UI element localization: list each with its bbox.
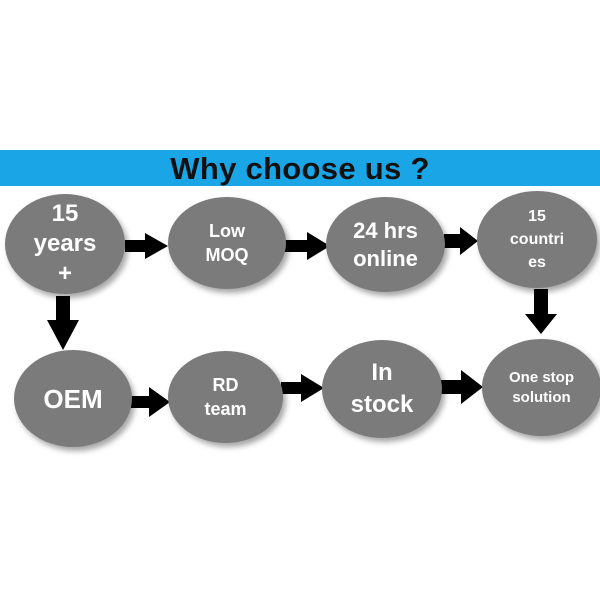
node-15-years: 15 years + xyxy=(5,194,125,294)
node-label: 15 years + xyxy=(33,200,97,287)
arrow-right-4 xyxy=(131,387,170,417)
node-one-stop-solution: One stop solution xyxy=(482,339,600,436)
node-label: One stop solution xyxy=(508,368,574,406)
arrow-right-5 xyxy=(281,374,324,402)
node-low-moq: Low MOQ xyxy=(168,197,286,289)
node-in-stock: In stock xyxy=(322,340,442,438)
node-label: OEM xyxy=(43,383,103,414)
node-label: RD team xyxy=(204,375,247,419)
node-rd-team: RD team xyxy=(168,351,283,443)
node-oem: OEM xyxy=(14,350,132,447)
node-label: In stock xyxy=(350,359,414,418)
arrow-down-left xyxy=(47,296,79,350)
diagram-title: Why choose us ? xyxy=(170,150,430,186)
node-label: Low MOQ xyxy=(205,221,249,265)
arrow-down-right xyxy=(525,289,557,334)
arrow-right-1 xyxy=(125,233,168,259)
title-banner: Why choose us ? xyxy=(0,150,600,186)
node-label: 15 countri es xyxy=(509,208,565,271)
arrow-right-3 xyxy=(444,227,478,255)
node-label: 24 hrs online xyxy=(353,217,418,271)
node-15-countries: 15 countri es xyxy=(477,191,597,288)
arrow-right-6 xyxy=(439,370,483,404)
arrow-right-2 xyxy=(284,232,330,260)
node-24-hrs-online: 24 hrs online xyxy=(326,197,445,292)
